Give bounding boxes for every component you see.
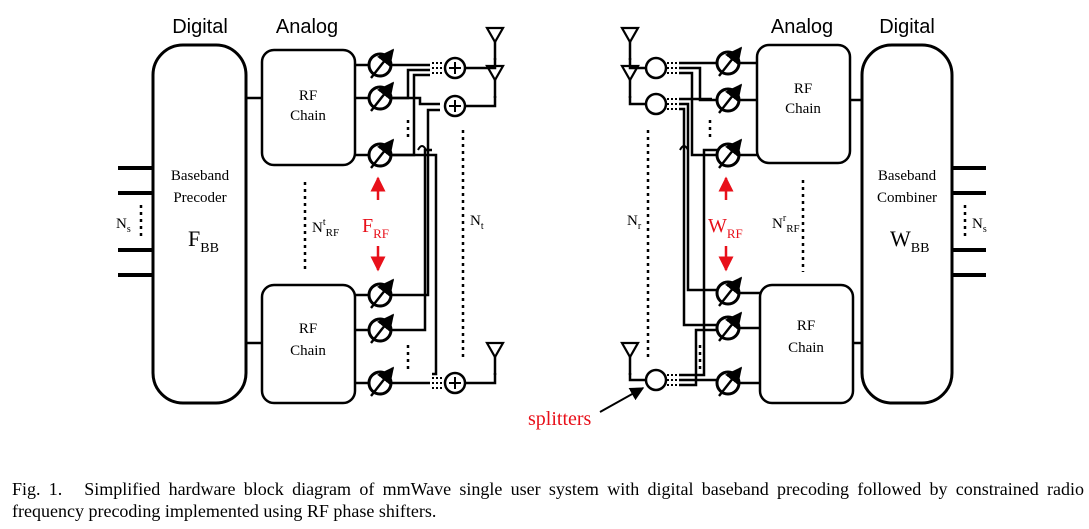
tx-rf-chain-top-line2: Chain bbox=[290, 108, 326, 124]
tx-routing-network bbox=[391, 63, 440, 385]
tx-antenna-feeds bbox=[465, 58, 497, 385]
rx-baseband-symbol: WBB bbox=[890, 226, 929, 256]
tx-rf-chain-bottom-line1: RF bbox=[299, 321, 317, 337]
rx-routing-network bbox=[679, 61, 718, 387]
rx-antenna-icon bbox=[620, 341, 640, 377]
tx-rf-chain-bottom-line2: Chain bbox=[290, 343, 326, 359]
tx-stream-lines bbox=[118, 166, 153, 277]
rx-digital-label: Digital bbox=[879, 16, 935, 38]
figure-caption: Fig. 1.Simplified hardware block diagram… bbox=[12, 478, 1084, 522]
rx-phase-shifter-icon bbox=[717, 140, 741, 168]
tx-rf-chain-bottom bbox=[260, 283, 357, 405]
rx-splitter-icon bbox=[644, 368, 668, 392]
tx-analog-label: Analog bbox=[276, 16, 338, 38]
tx-phase-shifter-icon bbox=[369, 280, 393, 308]
tx-baseband-line1: Baseband bbox=[171, 168, 230, 184]
tx-antenna-icon bbox=[485, 26, 505, 62]
tx-precoder-label: FRF bbox=[362, 215, 389, 241]
rx-splitter-output-ticks bbox=[667, 62, 679, 386]
tx-antenna-icon bbox=[485, 64, 505, 100]
rx-rf-chain-bottom-line2: Chain bbox=[788, 340, 824, 356]
rx-antenna-count-label: Nr bbox=[627, 213, 642, 232]
tx-baseband-links bbox=[246, 96, 262, 345]
tx-digital-label: Digital bbox=[172, 16, 228, 38]
tx-rf-count-label: NtRF bbox=[312, 217, 339, 239]
rx-rf-chain-top-line1: RF bbox=[794, 81, 812, 97]
tx-baseband-line2: Precoder bbox=[173, 190, 226, 206]
rx-phase-shifter-icon bbox=[717, 48, 741, 76]
rx-baseband-line1: Baseband bbox=[878, 168, 937, 184]
rx-phase-shifter-icon bbox=[717, 85, 741, 113]
tx-phase-shifter-icon bbox=[369, 50, 393, 78]
rx-phase-shifter-icon bbox=[717, 368, 741, 396]
rx-splitters-pointer bbox=[599, 387, 645, 413]
rx-combiner-label: WRF bbox=[708, 215, 743, 241]
block-diagram: Digital Analog Ns Baseband Precoder FBB … bbox=[116, 16, 987, 430]
tx-baseband-symbol: FBB bbox=[188, 226, 219, 256]
tx-adder-icon bbox=[443, 94, 467, 118]
rx-ps-to-rf-lines bbox=[739, 61, 760, 385]
tx-adder-icon bbox=[443, 371, 467, 395]
rx-rf-chain-top-line2: Chain bbox=[785, 101, 821, 117]
rx-antenna-icon bbox=[620, 26, 640, 62]
tx-phase-shifter-icon bbox=[369, 315, 393, 343]
rx-baseband-combiner-block bbox=[860, 43, 954, 405]
rx-splitter-icon bbox=[644, 56, 668, 80]
tx-rf-chain-top-line1: RF bbox=[299, 88, 317, 104]
rx-rf-count-label: NrRF bbox=[772, 213, 800, 235]
caption-text: Simplified hardware block diagram of mmW… bbox=[12, 479, 1084, 521]
rx-antenna-feeds bbox=[628, 58, 646, 382]
rx-splitters-label: splitters bbox=[528, 408, 592, 430]
rx-streams-label: Ns bbox=[972, 216, 987, 235]
rx-splitter-icon bbox=[644, 92, 668, 116]
rx-phase-shifter-icon bbox=[717, 313, 741, 341]
tx-rf-to-ps-lines bbox=[355, 63, 368, 385]
tx-adder-input-ticks bbox=[432, 62, 444, 389]
tx-antenna-icon bbox=[485, 341, 505, 377]
tx-adder-icon bbox=[443, 56, 467, 80]
rx-antenna-icon bbox=[620, 64, 640, 100]
rx-baseband-line2: Combiner bbox=[877, 190, 937, 206]
figure-number: Fig. 1. bbox=[12, 479, 63, 499]
rx-rf-chain-top bbox=[755, 43, 852, 165]
rx-analog-label: Analog bbox=[771, 16, 833, 38]
tx-rf-chain-top bbox=[260, 48, 357, 167]
rx-phase-shifter-icon bbox=[717, 278, 741, 306]
rx-stream-lines bbox=[952, 166, 986, 277]
rx-rf-chain-bottom-line1: RF bbox=[797, 318, 815, 334]
tx-streams-label: Ns bbox=[116, 216, 131, 235]
tx-phase-shifter-icon bbox=[369, 368, 393, 396]
transmitter: Digital Analog Ns Baseband Precoder FBB … bbox=[116, 16, 505, 405]
tx-baseband-precoder-block bbox=[151, 43, 248, 405]
tx-phase-shifter-icon bbox=[369, 83, 393, 111]
tx-phase-shifter-icon bbox=[369, 140, 393, 168]
receiver: Analog Digital Nr bbox=[528, 16, 987, 430]
tx-antenna-count-label: Nt bbox=[470, 213, 484, 232]
